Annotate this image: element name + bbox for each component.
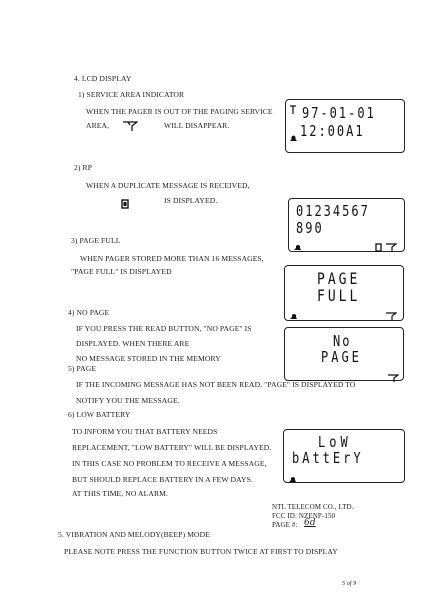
fcc-id: FCC ID: NZENP-150 <box>272 512 336 520</box>
lcd-date: 97-01-01 <box>302 104 376 122</box>
page-heading: 5) PAGE <box>68 364 97 373</box>
lcd-no-page-line1: No <box>333 332 352 350</box>
rp-duplicate-icon <box>121 194 130 213</box>
lcd-page-full-bell-icon <box>289 306 299 325</box>
no-page-text-line2: DISPLAYED. WHEN THERE ARE <box>76 339 190 348</box>
low-battery-text-line5: AT THIS TIME, NO ALARM. <box>72 489 168 498</box>
page-text-line2: NOTIFY YOU THE MESSAGE. <box>76 396 180 405</box>
no-page-text-line1: IF YOU PRESS THE READ BUTTON, "NO PAGE" … <box>76 324 252 333</box>
lcd-low-battery: LoW bAttErY <box>283 429 405 483</box>
lcd-rp-line2: 890 <box>296 219 324 237</box>
company-name: NTL TELECOM CO., LTD. <box>272 503 354 511</box>
lcd-no-page-line2: PAGE <box>321 348 362 366</box>
service-area-heading: 1) SERVICE AREA INDICATOR <box>78 90 185 99</box>
lcd-service-area: 97-01-01 12:00A1 <box>285 99 405 153</box>
section-heading-lcd-display: 4. LCD DISPLAY <box>74 74 132 83</box>
page-full-text-line1: WHEN PAGER STORED MORE THAN 16 MESSAGES, <box>80 254 264 263</box>
lcd-antenna-icon <box>289 105 297 118</box>
no-page-text-line3: NO MESSAGE STORED IN THE MEMORY <box>76 354 221 363</box>
low-battery-text-line3: IN THIS CASE NO PROBLEM TO RECEIVE A MES… <box>72 459 267 468</box>
lcd-rp-line1: 01234567 <box>296 202 370 220</box>
lcd-low-battery-bell-icon <box>288 469 298 488</box>
antenna-icon <box>122 120 139 135</box>
lcd-bell-icon <box>289 134 298 145</box>
page-full-heading: 3) PAGE FULL <box>71 236 121 245</box>
page-number-handwritten: 6d <box>304 518 316 528</box>
lcd-time: 12:00A1 <box>300 122 365 140</box>
footer-page-number: 5 of 9 <box>342 581 357 587</box>
lcd-page-full-antenna-icon <box>385 306 398 325</box>
lcd-low-battery-line2: bAttErY <box>292 449 364 467</box>
lcd-rp-bell-icon <box>293 237 303 256</box>
lcd-no-page: No PAGE <box>284 327 404 382</box>
lcd-rp-antenna-icon <box>385 237 398 256</box>
lcd-rp-duplicate-icon <box>375 237 383 256</box>
section-heading-vibration: 5. VIBRATION AND MELODY(BEEP) MODE <box>58 530 210 539</box>
lcd-page-full-line2: FULL <box>317 287 361 306</box>
rp-text-line1: WHEN A DUPLICATE MESSAGE IS RECEIVED, <box>86 181 250 190</box>
lcd-no-page-antenna-icon <box>387 368 400 387</box>
service-area-text-line1: WHEN THE PAGER IS OUT OF THE PAGING SERV… <box>86 107 273 116</box>
page-number-label: PAGE #: <box>272 521 298 529</box>
no-page-heading: 4) NO PAGE <box>68 308 110 317</box>
lcd-low-battery-line1: LoW <box>318 433 352 451</box>
service-area-text-line2b: WILL DISAPPEAR. <box>164 121 230 130</box>
service-area-text-line2a: AREA, <box>86 121 110 130</box>
low-battery-heading: 6) LOW BATTERY <box>68 410 131 419</box>
lcd-rp: 01234567 890 <box>288 198 405 252</box>
low-battery-text-line1: TO INFORM YOU THAT BATTERY NEEDS <box>72 427 218 436</box>
low-battery-text-line4: BUT SHOULD REPLACE BATTERY IN A FEW DAYS… <box>72 475 253 484</box>
page-text-line1: IF THE INCOMING MESSAGE HAS NOT BEEN REA… <box>76 380 356 389</box>
lcd-page-full: PAGE FULL <box>284 265 404 321</box>
low-battery-text-line2: REPLACEMENT, "LOW BATTERY" WILL BE DISPL… <box>72 443 272 452</box>
page-full-text-line2: "PAGE FULL" IS DISPLAYED <box>71 267 172 276</box>
lcd-page-full-line1: PAGE <box>317 270 361 289</box>
vibration-text-line1: PLEASE NOTE PRESS THE FUNCTION BUTTON TW… <box>64 547 338 556</box>
rp-text-line2: IS DISPLAYED. <box>164 196 218 205</box>
rp-heading: 2) RP <box>74 163 93 172</box>
